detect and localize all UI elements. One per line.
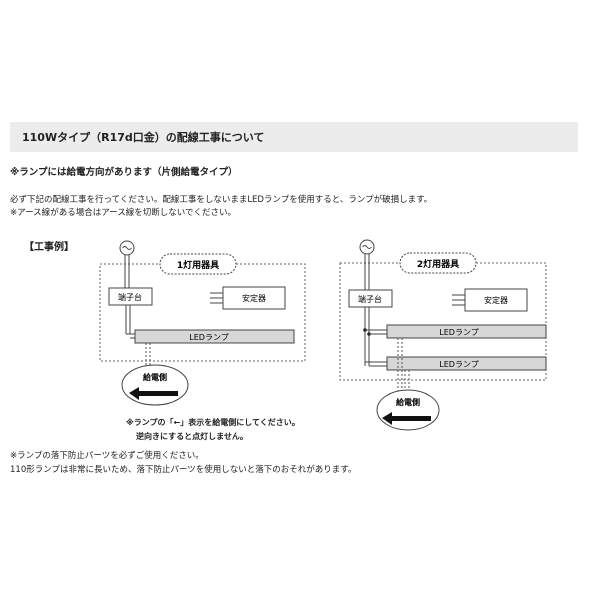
section-title: 110Wタイプ（R17d口金）の配線工事について bbox=[22, 131, 265, 144]
led-lamp-label: LEDランプ bbox=[189, 333, 228, 342]
earth-wire-note: ※アース線がある場合はアース線を切断しないでください。 bbox=[10, 208, 236, 218]
terminal-label: 端子台 bbox=[358, 294, 382, 304]
fall-prevention-note: ※ランプの落下防止パーツを必ずご使用ください。 bbox=[10, 451, 204, 461]
feed-side-bubble bbox=[121, 364, 189, 406]
fixture-title-bubble bbox=[159, 253, 237, 275]
example-label: 【工事例】 bbox=[24, 242, 74, 253]
feed-arrow-icon bbox=[382, 412, 431, 425]
feed-side-label: 給電側 bbox=[143, 372, 167, 382]
fall-prevention-detail: 110形ランプは非常に長いため、落下防止パーツを使用しないと落下のおそれがありま… bbox=[10, 465, 357, 475]
feed-direction-notice: ※ランプには給電方向があります（片側給電タイプ） bbox=[10, 167, 238, 178]
fixture-title: 1灯用器具 bbox=[177, 259, 219, 271]
led-lamp-1 bbox=[386, 324, 547, 339]
arrow-direction-caption: ※ランプの「←」表示を給電側にしてください。 bbox=[126, 418, 300, 427]
fixture-outline bbox=[99, 263, 306, 362]
terminal-block bbox=[348, 289, 393, 308]
led-lamp bbox=[134, 329, 295, 344]
section-header: 110Wタイプ（R17d口金）の配線工事について bbox=[10, 122, 578, 152]
fixture-outline bbox=[339, 262, 547, 381]
fixture-title: 2灯用器具 bbox=[417, 258, 459, 270]
feed-side-bubble bbox=[376, 389, 440, 431]
ballast-label: 安定器 bbox=[242, 293, 266, 303]
double-lamp-fixture-diagram: 2灯用器具 端子台 安定器 LEDランプ LEDランプ 給電側 bbox=[339, 239, 547, 431]
reverse-warning-caption: 逆向きにすると点灯しません。 bbox=[136, 432, 248, 441]
single-lamp-fixture-diagram: 1灯用器具 端子台 安定器 LEDランプ 給電側 bbox=[99, 240, 306, 406]
led-lamp-2 bbox=[386, 356, 547, 371]
ballast-label: 安定器 bbox=[484, 295, 508, 305]
led-lamp-2-label: LEDランプ bbox=[439, 360, 478, 369]
led-lamp-1-label: LEDランプ bbox=[439, 328, 478, 337]
fixture-title-bubble bbox=[399, 252, 477, 274]
wiring-instruction: 必ず下記の配線工事を行ってください。配線工事をしないままLEDランプを使用すると… bbox=[10, 195, 433, 205]
feed-side-label: 給電側 bbox=[396, 397, 420, 407]
feed-arrow-icon bbox=[129, 387, 178, 400]
terminal-label: 端子台 bbox=[118, 292, 142, 302]
